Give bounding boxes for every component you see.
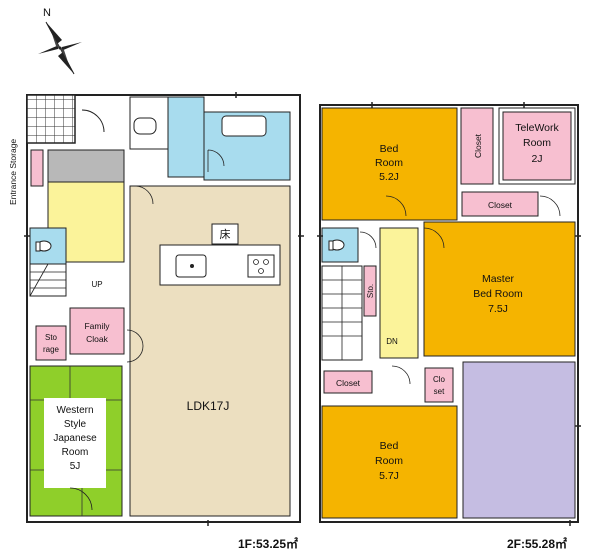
- toilet-2f-icon: [328, 239, 345, 251]
- bed-room-1-label-2: Room: [375, 157, 403, 169]
- entrance-storage: [30, 149, 44, 187]
- ldk-label: LDK17J: [187, 399, 230, 413]
- toilet-icon: [35, 240, 52, 252]
- bathtub-icon: [221, 115, 267, 137]
- closet-small-label-1: Clo: [433, 375, 446, 384]
- floor-2-caption: 2F:55.28㎡: [507, 536, 567, 551]
- closet-top-label: Closet: [488, 200, 513, 210]
- bed-room-1-label-1: Bed: [380, 143, 399, 155]
- telework-label-1: TeleWork: [515, 122, 559, 134]
- storage-1f: [35, 325, 67, 361]
- family-cloak-label-2: Cloak: [86, 334, 108, 344]
- bed-room-2-label-3: 5.7J: [379, 470, 399, 482]
- master-label-1: Master: [482, 273, 515, 285]
- telework-label-2: Room: [523, 137, 551, 149]
- closet-vertical: [460, 107, 494, 185]
- tatami-label-5: 5J: [70, 461, 81, 472]
- closet-small-label-2: set: [434, 387, 445, 396]
- telework-room-fill: [502, 111, 572, 181]
- dressing-room: [167, 96, 205, 178]
- kitchen-counter: [159, 244, 281, 286]
- storage-label-1: Sto: [45, 333, 58, 342]
- void-area: [462, 361, 576, 519]
- washbasin-icon: [133, 117, 157, 135]
- tatami-label-1: Western: [56, 405, 93, 416]
- floor-storage-label: 床: [220, 227, 231, 241]
- compass-rose-icon: [38, 21, 82, 75]
- bathroom: [203, 111, 291, 181]
- master-label-3: 7.5J: [488, 303, 508, 315]
- closet-vertical-label: Closet: [473, 133, 483, 158]
- closet-top: [461, 191, 539, 217]
- telework-label-3: 2J: [531, 153, 542, 165]
- tatami-label-2: Style: [64, 419, 87, 430]
- compass: N: [38, 7, 82, 75]
- tatami-label-4: Room: [62, 447, 89, 458]
- floor-1-caption: 1F:53.25㎡: [238, 536, 298, 551]
- bed-room-2-label-2: Room: [375, 455, 403, 467]
- terrace-grid: [26, 94, 76, 144]
- family-cloak: [69, 307, 125, 355]
- closet-small: [424, 367, 454, 403]
- master-label-2: Bed Room: [473, 288, 523, 300]
- storage-2f: [363, 265, 377, 317]
- stairs-2f: [321, 265, 363, 361]
- closet-left: [323, 370, 373, 394]
- ldk: [129, 185, 291, 517]
- tatami-label-3: Japanese: [53, 433, 97, 444]
- bed-room-2: [321, 405, 458, 519]
- bed-room-1: [321, 107, 458, 221]
- closet-left-label: Closet: [336, 378, 361, 388]
- master-bed-room: [423, 221, 576, 357]
- floor-storage: [211, 223, 239, 245]
- family-cloak-label-1: Family: [84, 321, 110, 331]
- tatami-label-box: [44, 398, 106, 488]
- entrance-storage-label: Entrance Storage: [8, 139, 18, 205]
- entrance-floor: [47, 149, 125, 183]
- corridor-2f: [379, 227, 419, 359]
- stairs-down-label: DN: [386, 337, 398, 346]
- stairs-1f: [29, 263, 67, 297]
- bed-room-1-label-3: 5.2J: [379, 171, 399, 183]
- floor-1-plan: Entrance Storage UP Sto rage Family Cloa…: [8, 92, 304, 551]
- north-label: N: [43, 7, 51, 19]
- floor-2-plan: Bed Room 5.2J Closet TeleWork Room 2J Cl…: [317, 102, 581, 551]
- storage-2f-label: Sto.: [366, 284, 375, 298]
- storage-label-2: rage: [43, 345, 60, 354]
- bed-room-2-label-1: Bed: [380, 440, 399, 452]
- stairs-up-label: UP: [91, 280, 102, 289]
